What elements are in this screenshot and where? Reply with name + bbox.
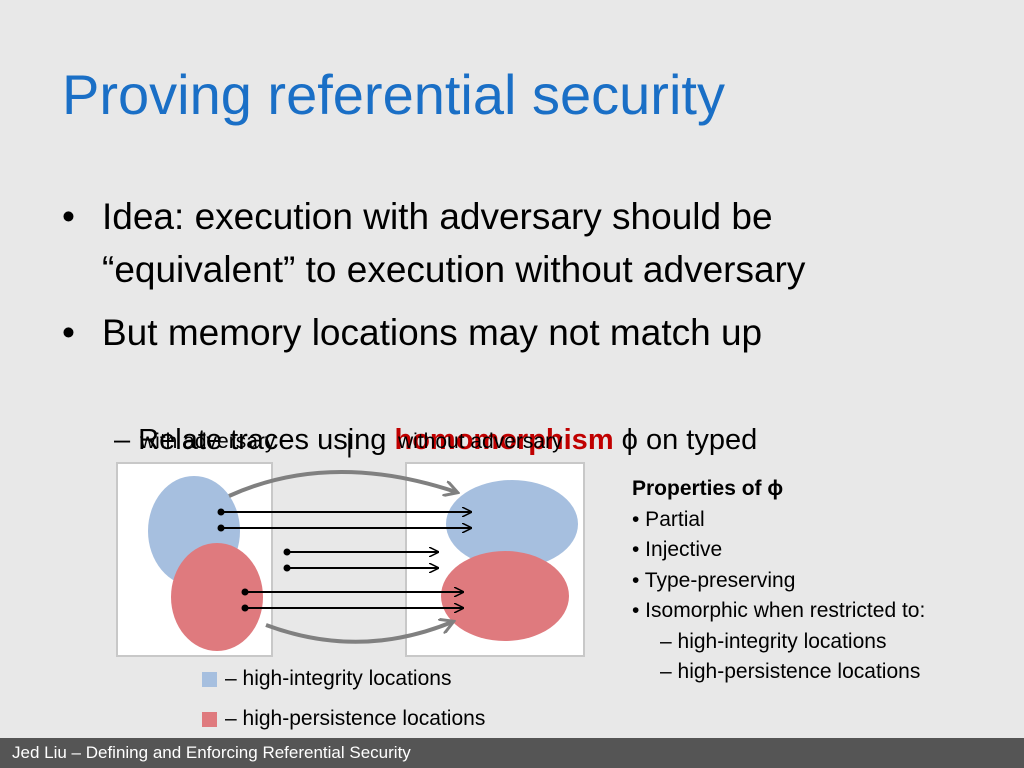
legend-swatch-blue bbox=[202, 671, 217, 687]
bullet-list: •Idea: execution with adversary should b… bbox=[62, 190, 962, 369]
slide-title: Proving referential security bbox=[62, 63, 725, 126]
bullet-item: •But memory locations may not match up bbox=[62, 312, 763, 353]
properties-heading: Properties of ϕ bbox=[632, 477, 784, 500]
property-item: • Partial bbox=[632, 507, 705, 531]
bottom-arc-arrow bbox=[265, 622, 452, 644]
label-without-adversary: without adversary bbox=[398, 430, 563, 453]
legend-swatch-red bbox=[202, 711, 217, 727]
legend-label: – high-persistence locations bbox=[225, 707, 486, 730]
properties-list: Properties of ϕ • Partial • Injective • … bbox=[632, 474, 925, 688]
footer-bar: Jed Liu – Defining and Enforcing Referen… bbox=[0, 738, 1024, 768]
label-separator: | bbox=[346, 428, 353, 458]
bullet-item: •Idea: execution with adversary should b… bbox=[62, 196, 806, 290]
property-sub-item: – high-persistence locations bbox=[660, 660, 921, 683]
phi-symbol: ϕ bbox=[621, 424, 638, 456]
sub-bullet-suffix: on typed bbox=[637, 424, 758, 456]
bullet-text: But memory locations may not match up bbox=[102, 312, 763, 353]
mapping-arrows bbox=[217, 509, 472, 612]
right-integrity-region bbox=[446, 480, 578, 568]
sub-bullet: – Relate traces using homomorphism ϕ on … bbox=[114, 424, 757, 457]
bullet-text: Idea: execution with adversary should be… bbox=[102, 196, 806, 290]
property-sub-item: – high-integrity locations bbox=[660, 629, 887, 653]
label-with-adversary: with adversary bbox=[140, 430, 276, 453]
top-arc-arrow bbox=[228, 470, 456, 498]
property-item: • Type-preserving bbox=[632, 568, 796, 592]
sub-bullet-highlight: homomorphism bbox=[394, 424, 614, 456]
property-item: • Injective bbox=[632, 538, 723, 561]
legend-label: – high-integrity locations bbox=[225, 667, 452, 690]
left-persistence-region bbox=[171, 543, 263, 651]
legend-item-integrity: – high-integrity locations bbox=[202, 667, 451, 691]
footer-text: Jed Liu – Defining and Enforcing Referen… bbox=[12, 743, 411, 762]
sub-bullet-prefix: – Relate traces using bbox=[114, 424, 395, 456]
legend-item-persistence: – high-persistence locations bbox=[202, 707, 485, 731]
property-item: • Isomorphic when restricted to: bbox=[632, 599, 926, 622]
right-persistence-region bbox=[441, 551, 569, 641]
